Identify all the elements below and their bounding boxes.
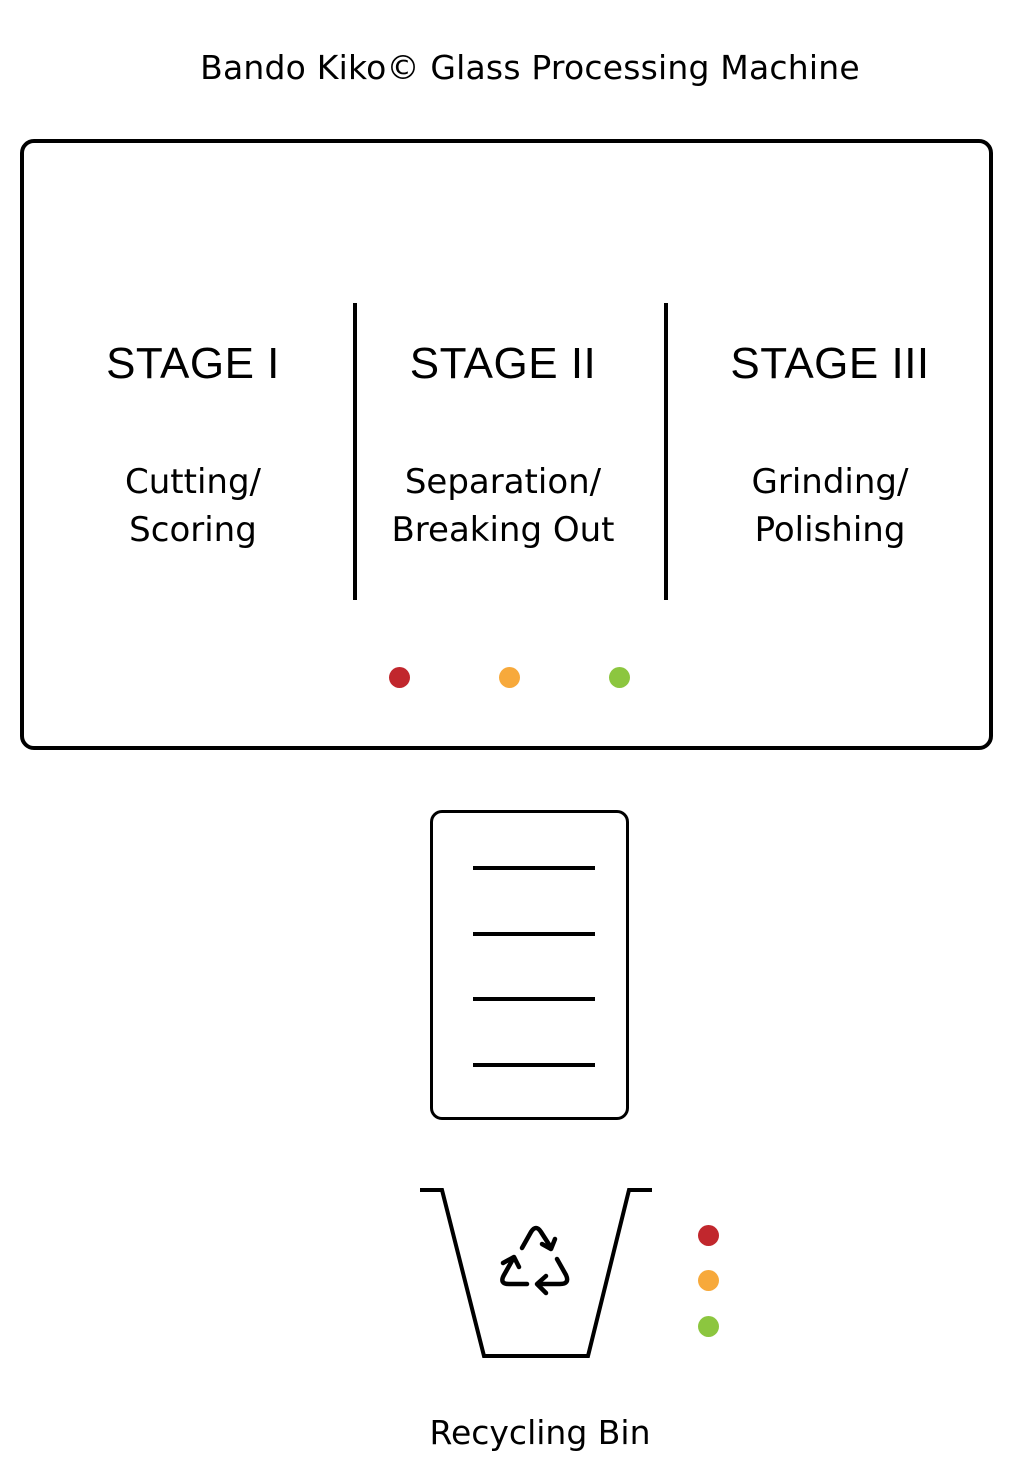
bin-green-indicator [698, 1316, 719, 1337]
stage-divider-1 [353, 303, 357, 600]
stage-1: STAGE I Cutting/ Scoring [43, 338, 343, 554]
bin-red-indicator [698, 1225, 719, 1246]
stage-1-title: STAGE I [106, 339, 280, 388]
stage-3: STAGE III Grinding/ Polishing [680, 338, 980, 554]
stage-2-desc-line2: Breaking Out [391, 510, 615, 550]
stage-3-desc-line1: Grinding/ [751, 462, 909, 502]
stage-1-desc-line2: Scoring [129, 510, 257, 550]
recycle-icon [500, 1225, 570, 1296]
stage-3-desc-line2: Polishing [754, 510, 906, 550]
bin-amber-indicator [698, 1270, 719, 1291]
machine-green-indicator [609, 667, 630, 688]
diagram-title: Bando Kiko© Glass Processing Machine [200, 48, 860, 87]
recycling-bin-label: Recycling Bin [429, 1413, 651, 1452]
stage-divider-2 [664, 303, 668, 600]
recycling-bin-icon [420, 1188, 652, 1358]
tray-line [473, 997, 595, 1001]
machine-amber-indicator [499, 667, 520, 688]
tray-line [473, 1063, 595, 1067]
glass-processing-machine: STAGE I Cutting/ Scoring STAGE II Separa… [20, 139, 993, 750]
tray-line [473, 932, 595, 936]
stage-2: STAGE II Separation/ Breaking Out [353, 338, 653, 554]
tray-line [473, 866, 595, 870]
machine-red-indicator [389, 667, 410, 688]
stage-2-title: STAGE II [409, 339, 597, 388]
tray-icon [430, 810, 629, 1120]
stage-1-desc-line1: Cutting/ [125, 462, 261, 502]
stage-3-title: STAGE III [730, 339, 930, 388]
stage-2-desc-line1: Separation/ [404, 462, 602, 502]
